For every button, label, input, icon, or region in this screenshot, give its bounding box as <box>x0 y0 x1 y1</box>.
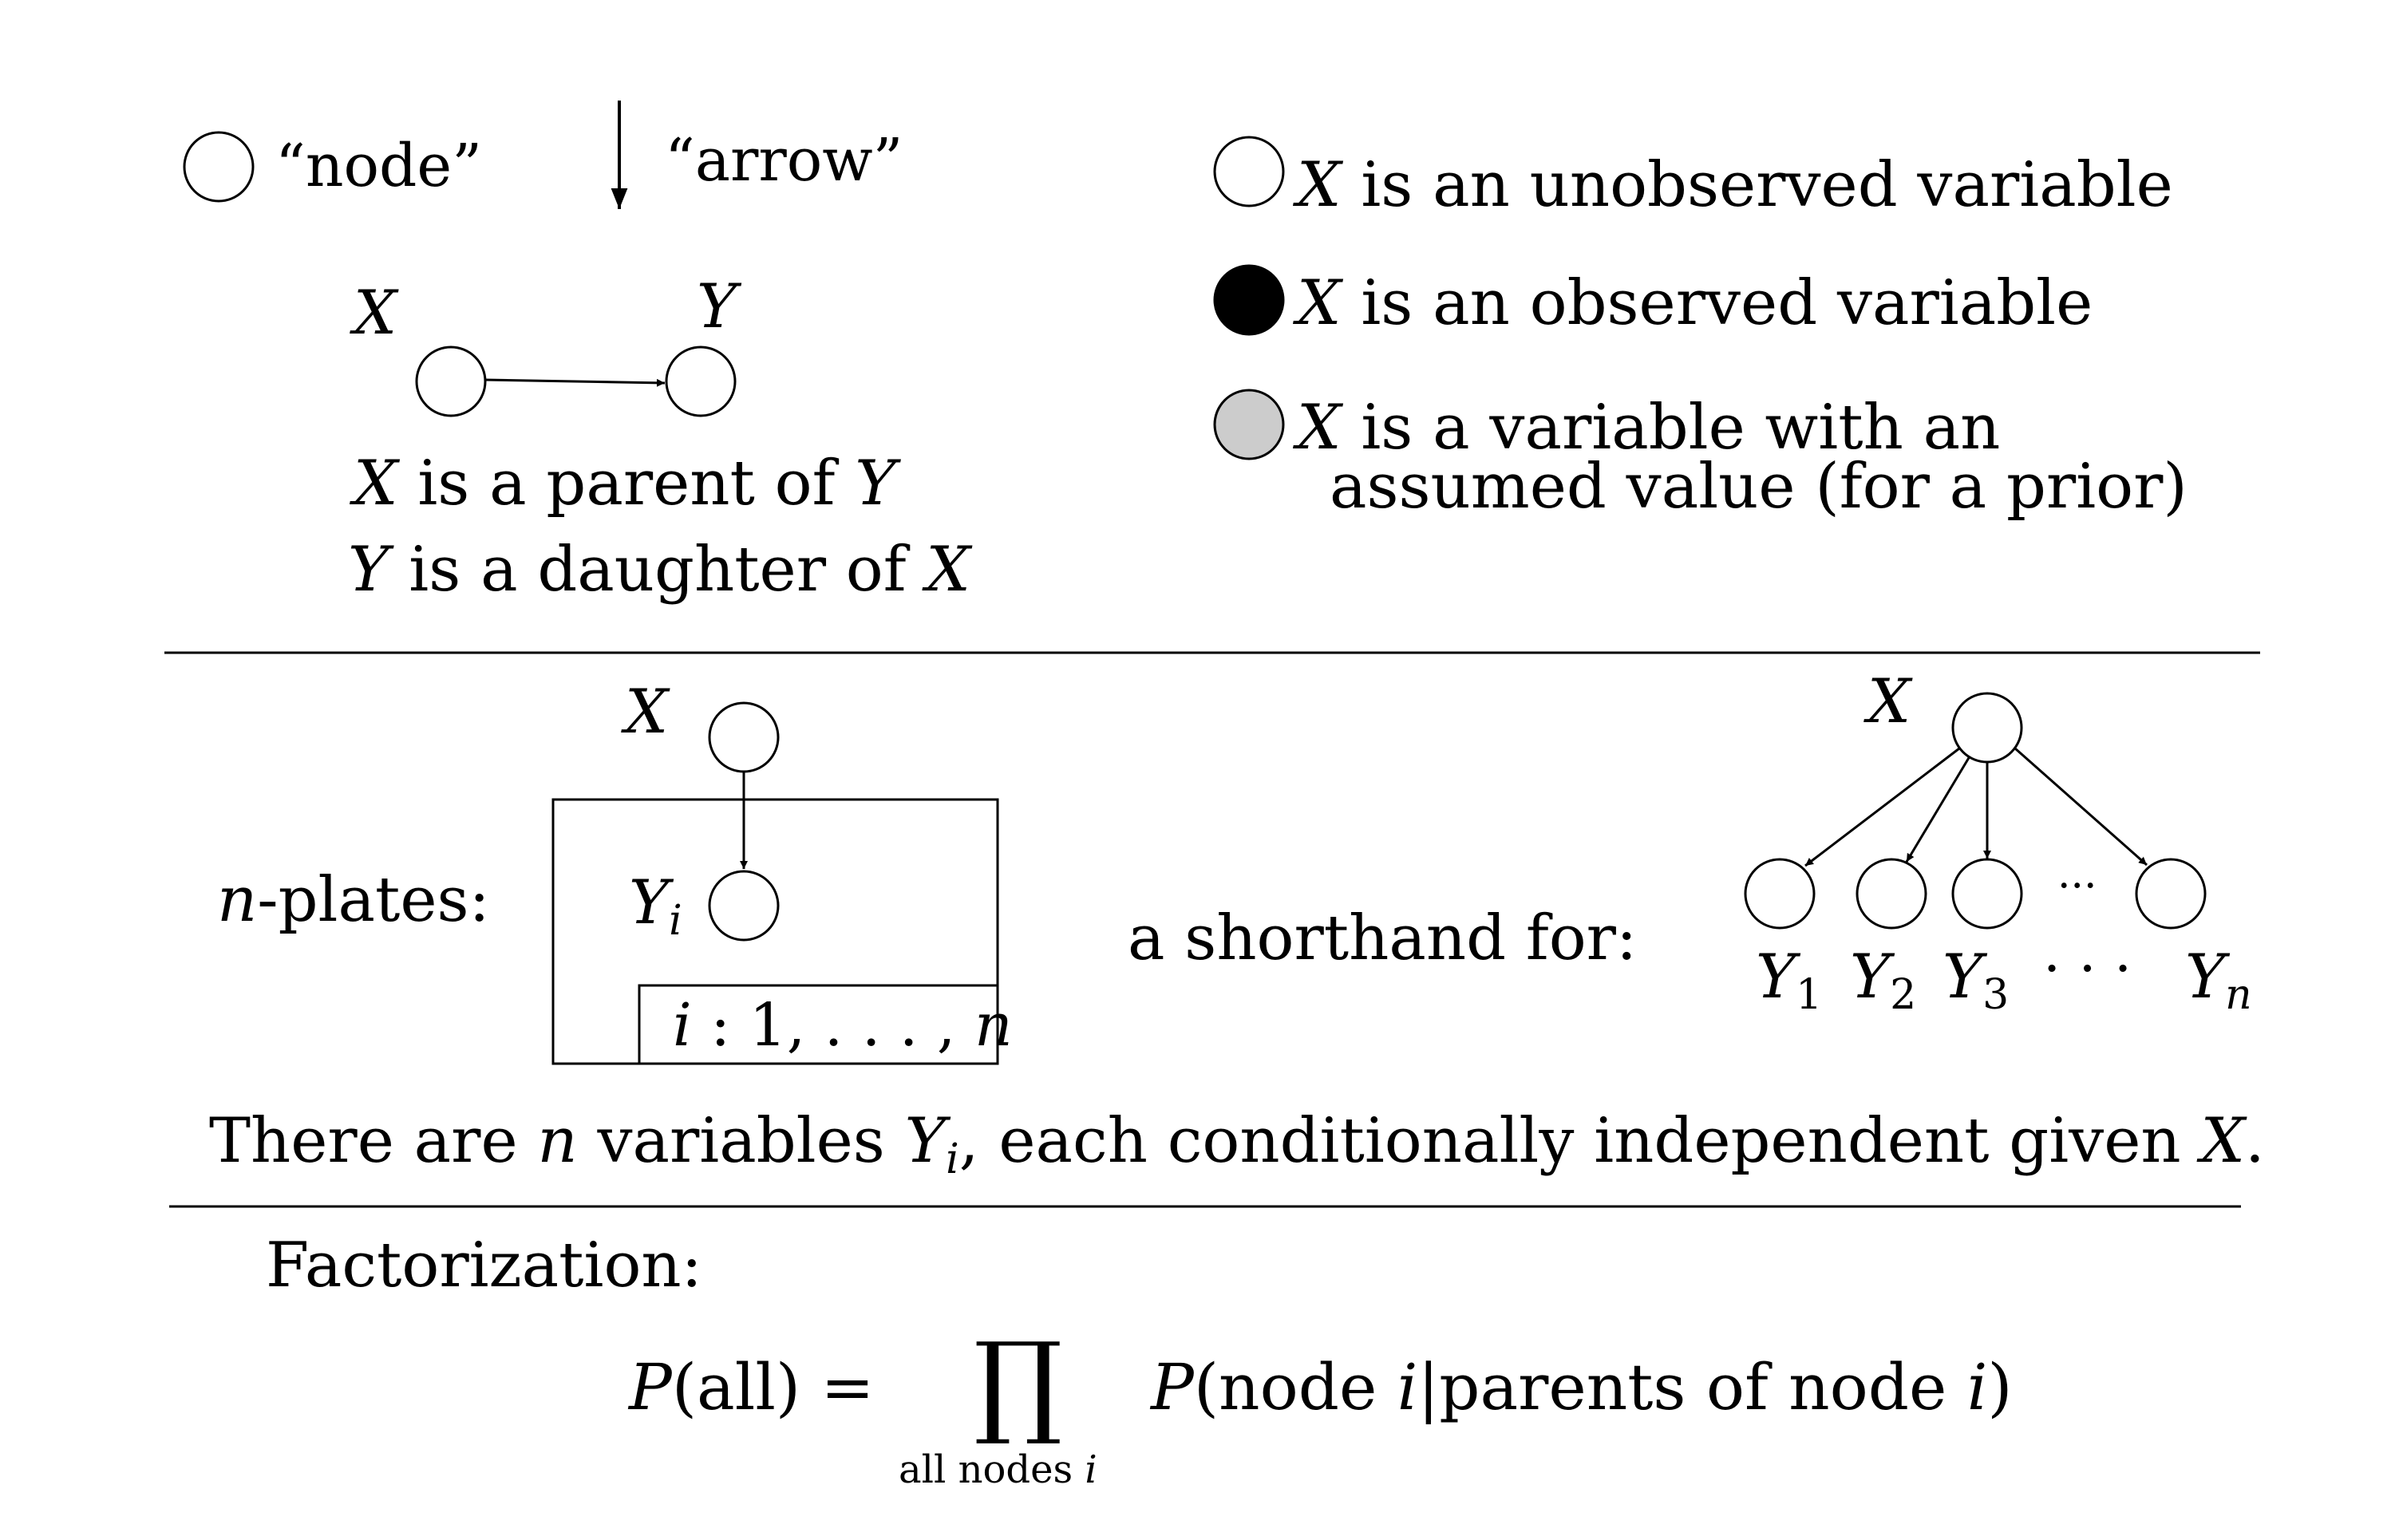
parent-example: X Y X is a parent of Y Y is a daughter o… <box>348 270 973 606</box>
node-legend-circle <box>183 131 255 203</box>
parent-y-label: Y <box>697 270 742 342</box>
parent-edge-arrow <box>484 378 666 387</box>
tree-edge-1 <box>1804 747 1960 867</box>
plate-index-label: i : 1, . . . , n <box>673 991 1013 1060</box>
tree-leaf-label-1: Y1 <box>1756 941 1822 1019</box>
parent-sentence: X is a parent of Y <box>349 448 901 519</box>
assumed-value-node <box>1213 389 1285 460</box>
tree-leaf-node-n <box>2135 858 2207 930</box>
plate-index-box <box>638 984 999 1065</box>
tree-leaf-label-3: Y3 <box>1943 941 2009 1019</box>
plate-x-node <box>708 701 780 773</box>
product-symbol: ∏ <box>974 1319 1062 1449</box>
node-legend-label: “node” <box>275 132 482 200</box>
tree-leaf-node-3 <box>1951 858 2023 930</box>
parent-x-label: X <box>350 277 399 348</box>
factorization-heading: Factorization: <box>266 1230 702 1301</box>
tree-dots-bottom: · · · <box>2043 936 2132 1001</box>
observed-node <box>1213 264 1285 336</box>
tree-leaf-node-1 <box>1744 858 1816 930</box>
parent-x-node <box>415 346 487 417</box>
tree-dots-top: ··· <box>2057 863 2097 910</box>
independence-sentence: There are n variables Yi, each condition… <box>209 1105 2265 1183</box>
factorization-rhs: P(node i|parents of node i) <box>1149 1350 2013 1424</box>
unobserved-description: X is an unobserved variable <box>1292 149 2173 221</box>
plate-yi-label: Yi <box>629 867 682 945</box>
plate-x-label: X <box>621 676 670 747</box>
unobserved-node <box>1213 136 1285 207</box>
assumed-description-line2: assumed value (for a prior) <box>1330 451 2188 523</box>
product-subscript: all nodes i <box>899 1447 1097 1492</box>
tree-leaf-node-2 <box>1856 858 1927 930</box>
observed-description: X is an observed variable <box>1292 267 2093 339</box>
tree-root-label: X <box>1863 665 1913 736</box>
legend: “node” “arrow” <box>183 101 903 209</box>
parent-y-node <box>665 346 737 417</box>
tree-edge-4 <box>2014 747 2148 867</box>
plates-section: n-plates: X Yi i : 1, . . . , n a shorth… <box>217 665 2252 1065</box>
tree-root-node <box>1951 692 2023 764</box>
plates-label: n-plates: <box>217 864 490 936</box>
daughter-sentence: Y is a daughter of X <box>348 534 973 606</box>
tree-leaf-label-2: Y2 <box>1850 941 1916 1019</box>
tree-edge-2 <box>1905 756 1971 863</box>
arrow-legend-label: “arrow” <box>665 126 903 195</box>
plate-yi-node <box>708 870 780 942</box>
shorthand-label: a shorthand for: <box>1128 902 1637 974</box>
node-types: X is an unobserved variable X is an obse… <box>1213 136 2188 523</box>
tree-leaf-label-n: Yn <box>2185 941 2252 1019</box>
factorization-lhs: P(all) = <box>627 1350 875 1424</box>
factorization-section: Factorization: P(all) = ∏ all nodes i P(… <box>266 1230 2013 1492</box>
assumed-description-line1: X is a variable with an <box>1292 392 2000 464</box>
